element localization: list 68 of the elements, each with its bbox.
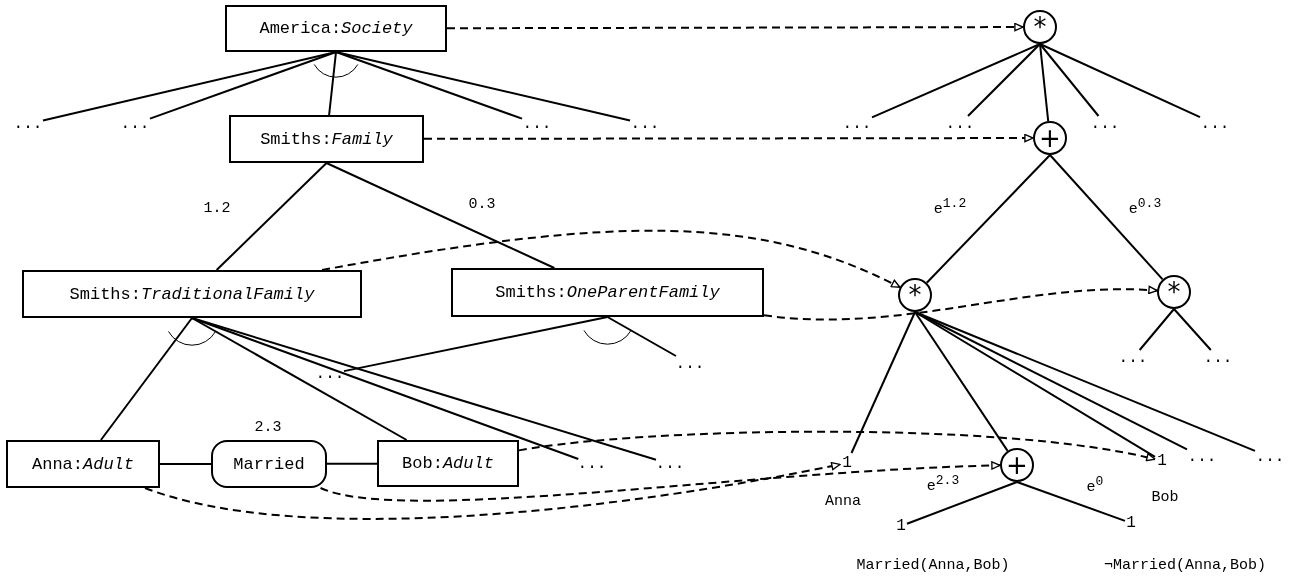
- operator-circle: +: [1000, 448, 1034, 482]
- object-box: Smiths:OneParentFamily: [451, 268, 764, 317]
- ellipsis-text: ...: [945, 116, 975, 132]
- dashed-arrow: [763, 285, 1159, 321]
- dashed-arrow: [423, 133, 1034, 143]
- connector-line: [906, 481, 1018, 525]
- connector-line: [914, 311, 1156, 458]
- dashed-arrow: [144, 461, 841, 520]
- connector-line: [1173, 308, 1212, 351]
- object-box: Anna:Adult: [6, 440, 160, 488]
- operator-circle: *: [1023, 10, 1057, 44]
- dashed-arrow: [518, 430, 1156, 462]
- connector-line: [149, 51, 337, 120]
- connector-line: [191, 317, 408, 441]
- connector-line: [215, 162, 328, 271]
- connector-line: [328, 51, 337, 116]
- object-box: America:Society: [225, 5, 447, 52]
- connector-line: [335, 51, 523, 120]
- dashed-arrow: [321, 229, 901, 289]
- connector-line: [1016, 481, 1126, 522]
- leaf-value: 1: [895, 518, 907, 534]
- leaf-value: 1: [840, 453, 854, 473]
- connector-line: [1049, 154, 1164, 281]
- connector-line: [325, 162, 556, 269]
- connector-line: [99, 317, 193, 441]
- ellipsis-text: ...: [1200, 116, 1230, 132]
- connector-line: [606, 316, 677, 357]
- ellipsis-text: ...: [675, 356, 705, 372]
- ellipsis-text: ...: [656, 459, 684, 469]
- connector-line: [1039, 43, 1050, 123]
- ellipsis-text: ...: [316, 369, 344, 379]
- connector-line: [914, 311, 1009, 452]
- ellipsis-text: ...: [1118, 350, 1148, 366]
- connector-line: [343, 316, 609, 373]
- relation-box: Married: [211, 440, 327, 488]
- connector-line: [335, 51, 631, 122]
- ellipsis-text: ...: [1187, 449, 1217, 465]
- connector-line: [871, 43, 1041, 119]
- leaf-value: 1: [1125, 515, 1137, 531]
- connector-line: [326, 462, 378, 465]
- ellipsis-text: ...: [578, 459, 606, 469]
- ellipsis-text: ...: [842, 116, 872, 132]
- operator-circle: +: [1033, 121, 1067, 155]
- ellipsis-text: ...: [522, 116, 552, 132]
- ellipsis-text: ...: [630, 116, 660, 132]
- dashed-arrow: [319, 461, 1001, 502]
- connector-line: [1039, 43, 1100, 117]
- ellipsis-text: ...: [1255, 449, 1285, 465]
- ellipsis-text: ...: [1090, 116, 1120, 132]
- connector-line: [914, 311, 1256, 452]
- connector-line: [159, 463, 212, 465]
- object-box: Smiths:TraditionalFamily: [22, 270, 362, 318]
- object-box: Bob:Adult: [377, 440, 519, 487]
- node-caption: ¬Married(Anna,Bob): [1103, 556, 1267, 574]
- ellipsis-text: ...: [1203, 350, 1233, 366]
- operator-circle: *: [898, 278, 932, 312]
- connector-line: [1138, 308, 1175, 351]
- connector-line: [850, 311, 916, 454]
- connector-line: [925, 154, 1051, 284]
- operator-circle: *: [1157, 275, 1191, 309]
- connector-line: [191, 317, 657, 461]
- object-box: Smiths:Family: [229, 115, 424, 163]
- connector-line: [967, 43, 1041, 117]
- ellipsis-text: ...: [13, 116, 43, 132]
- connector-line: [1039, 43, 1201, 119]
- dashed-arrow: [446, 22, 1024, 32]
- ellipsis-text: ...: [120, 116, 150, 132]
- leaf-value: 1: [1155, 451, 1169, 471]
